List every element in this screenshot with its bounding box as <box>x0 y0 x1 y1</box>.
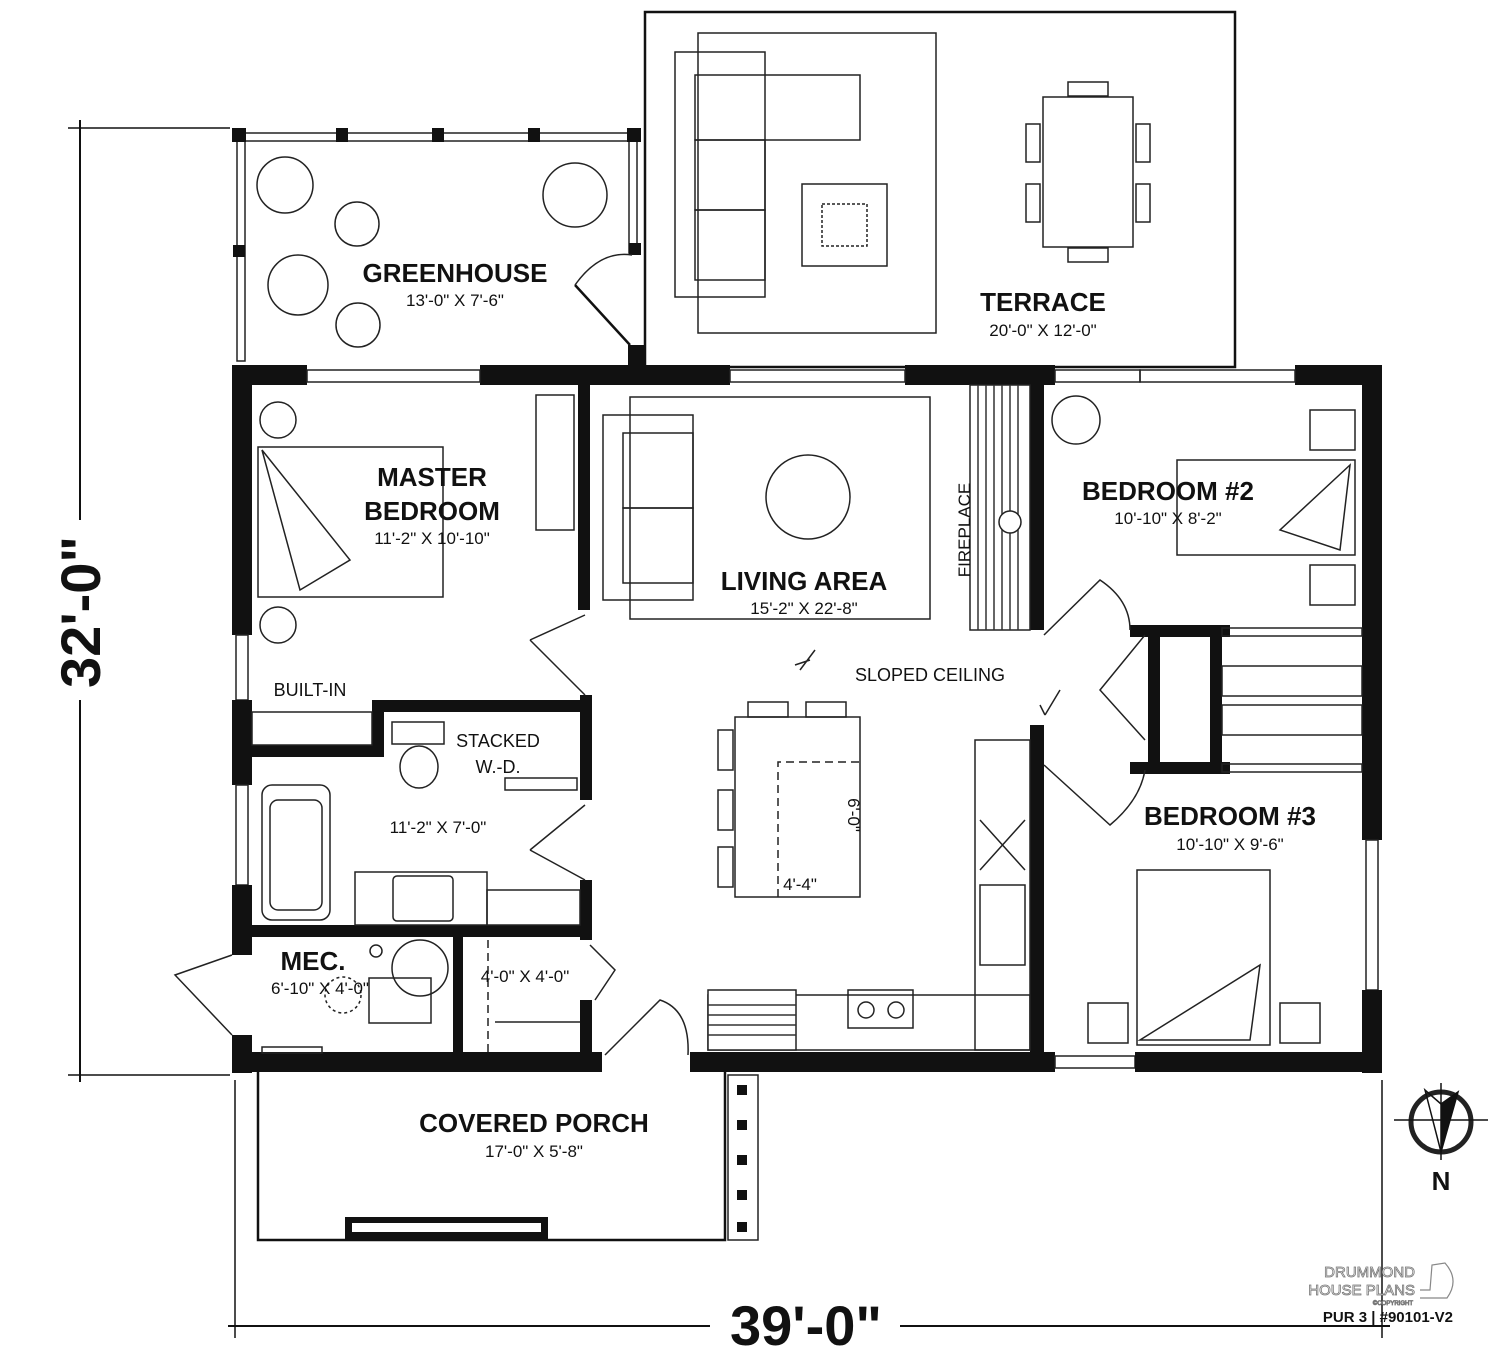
greenhouse-label: GREENHOUSE <box>363 258 548 288</box>
north-arrow-icon <box>1394 1083 1488 1160</box>
drummond-logo: DRUMMOND HOUSE PLANS ©COPYRIGHT <box>1308 1262 1454 1307</box>
bedroom3-label: BEDROOM #3 <box>1144 801 1316 831</box>
bedroom3-furniture <box>1087 869 1321 1046</box>
master-bedroom-label-line2: BEDROOM <box>364 496 500 526</box>
fireplace-note: FIREPLACE <box>955 483 974 577</box>
greenhouse-size: 13'-0" X 7'-6" <box>406 291 504 310</box>
closet-size: 4'-0" X 4'-0" <box>481 967 570 986</box>
covered-porch <box>256 1072 759 1242</box>
mec-size: 6'-10" X 4'-0" <box>271 979 369 998</box>
terrace-size: 20'-0" X 12'-0" <box>989 321 1096 340</box>
master-bedroom-size: 11'-2" X 10'-10" <box>374 529 490 548</box>
terrace-label: TERRACE <box>980 287 1106 317</box>
stacked-wd-line1: STACKED <box>456 731 540 751</box>
mec-label: MEC. <box>281 946 346 976</box>
kitchen-counters <box>707 739 1031 1051</box>
overall-depth-dimension: 32'-0" <box>49 536 112 688</box>
bathroom-fixtures <box>261 721 581 926</box>
island-depth-note: 6'-0" <box>844 798 863 832</box>
svg-text:HOUSE PLANS: HOUSE PLANS <box>1308 1282 1415 1299</box>
plan-code: PUR 3 | #90101-V2 <box>1323 1309 1453 1326</box>
svg-text:©COPYRIGHT: ©COPYRIGHT <box>1373 1300 1413 1307</box>
bathroom-size: 11'-2" X 7'-0" <box>390 818 487 837</box>
bedroom3-size: 10'-10" X 9'-6" <box>1176 835 1283 854</box>
covered-porch-size: 17'-0" X 5'-8" <box>485 1142 583 1161</box>
covered-porch-label: COVERED PORCH <box>419 1108 649 1138</box>
living-area-label: LIVING AREA <box>721 566 888 596</box>
sloped-ceiling-note: SLOPED CEILING <box>855 665 1005 685</box>
greenhouse <box>232 128 1101 445</box>
stacked-wd-line2: W.-D. <box>476 757 521 777</box>
built-in-note: BUILT-IN <box>274 680 347 700</box>
interior-walls <box>252 385 1363 1055</box>
bedroom2-furniture <box>1176 409 1356 606</box>
svg-text:DRUMMOND: DRUMMOND <box>1324 1264 1415 1281</box>
terrace <box>643 10 1237 369</box>
living-furniture <box>602 384 1061 898</box>
island-width-note: 4'-4" <box>783 875 817 894</box>
overall-width-dimension: 39'-0" <box>730 1294 882 1357</box>
dimension-lines <box>40 120 1390 1350</box>
living-area-size: 15'-2" X 22'-8" <box>750 599 857 618</box>
bedroom2-label: BEDROOM #2 <box>1082 476 1254 506</box>
plant-icons <box>256 156 1101 445</box>
exterior-walls <box>232 365 1382 1073</box>
master-bedroom-label-line1: MASTER <box>377 462 487 492</box>
bedroom2-size: 10'-10" X 8'-2" <box>1114 509 1221 528</box>
mec-fixtures <box>261 939 580 1054</box>
north-label: N <box>1432 1166 1451 1196</box>
doors <box>173 579 1146 1056</box>
master-bedroom-furniture <box>251 394 575 746</box>
